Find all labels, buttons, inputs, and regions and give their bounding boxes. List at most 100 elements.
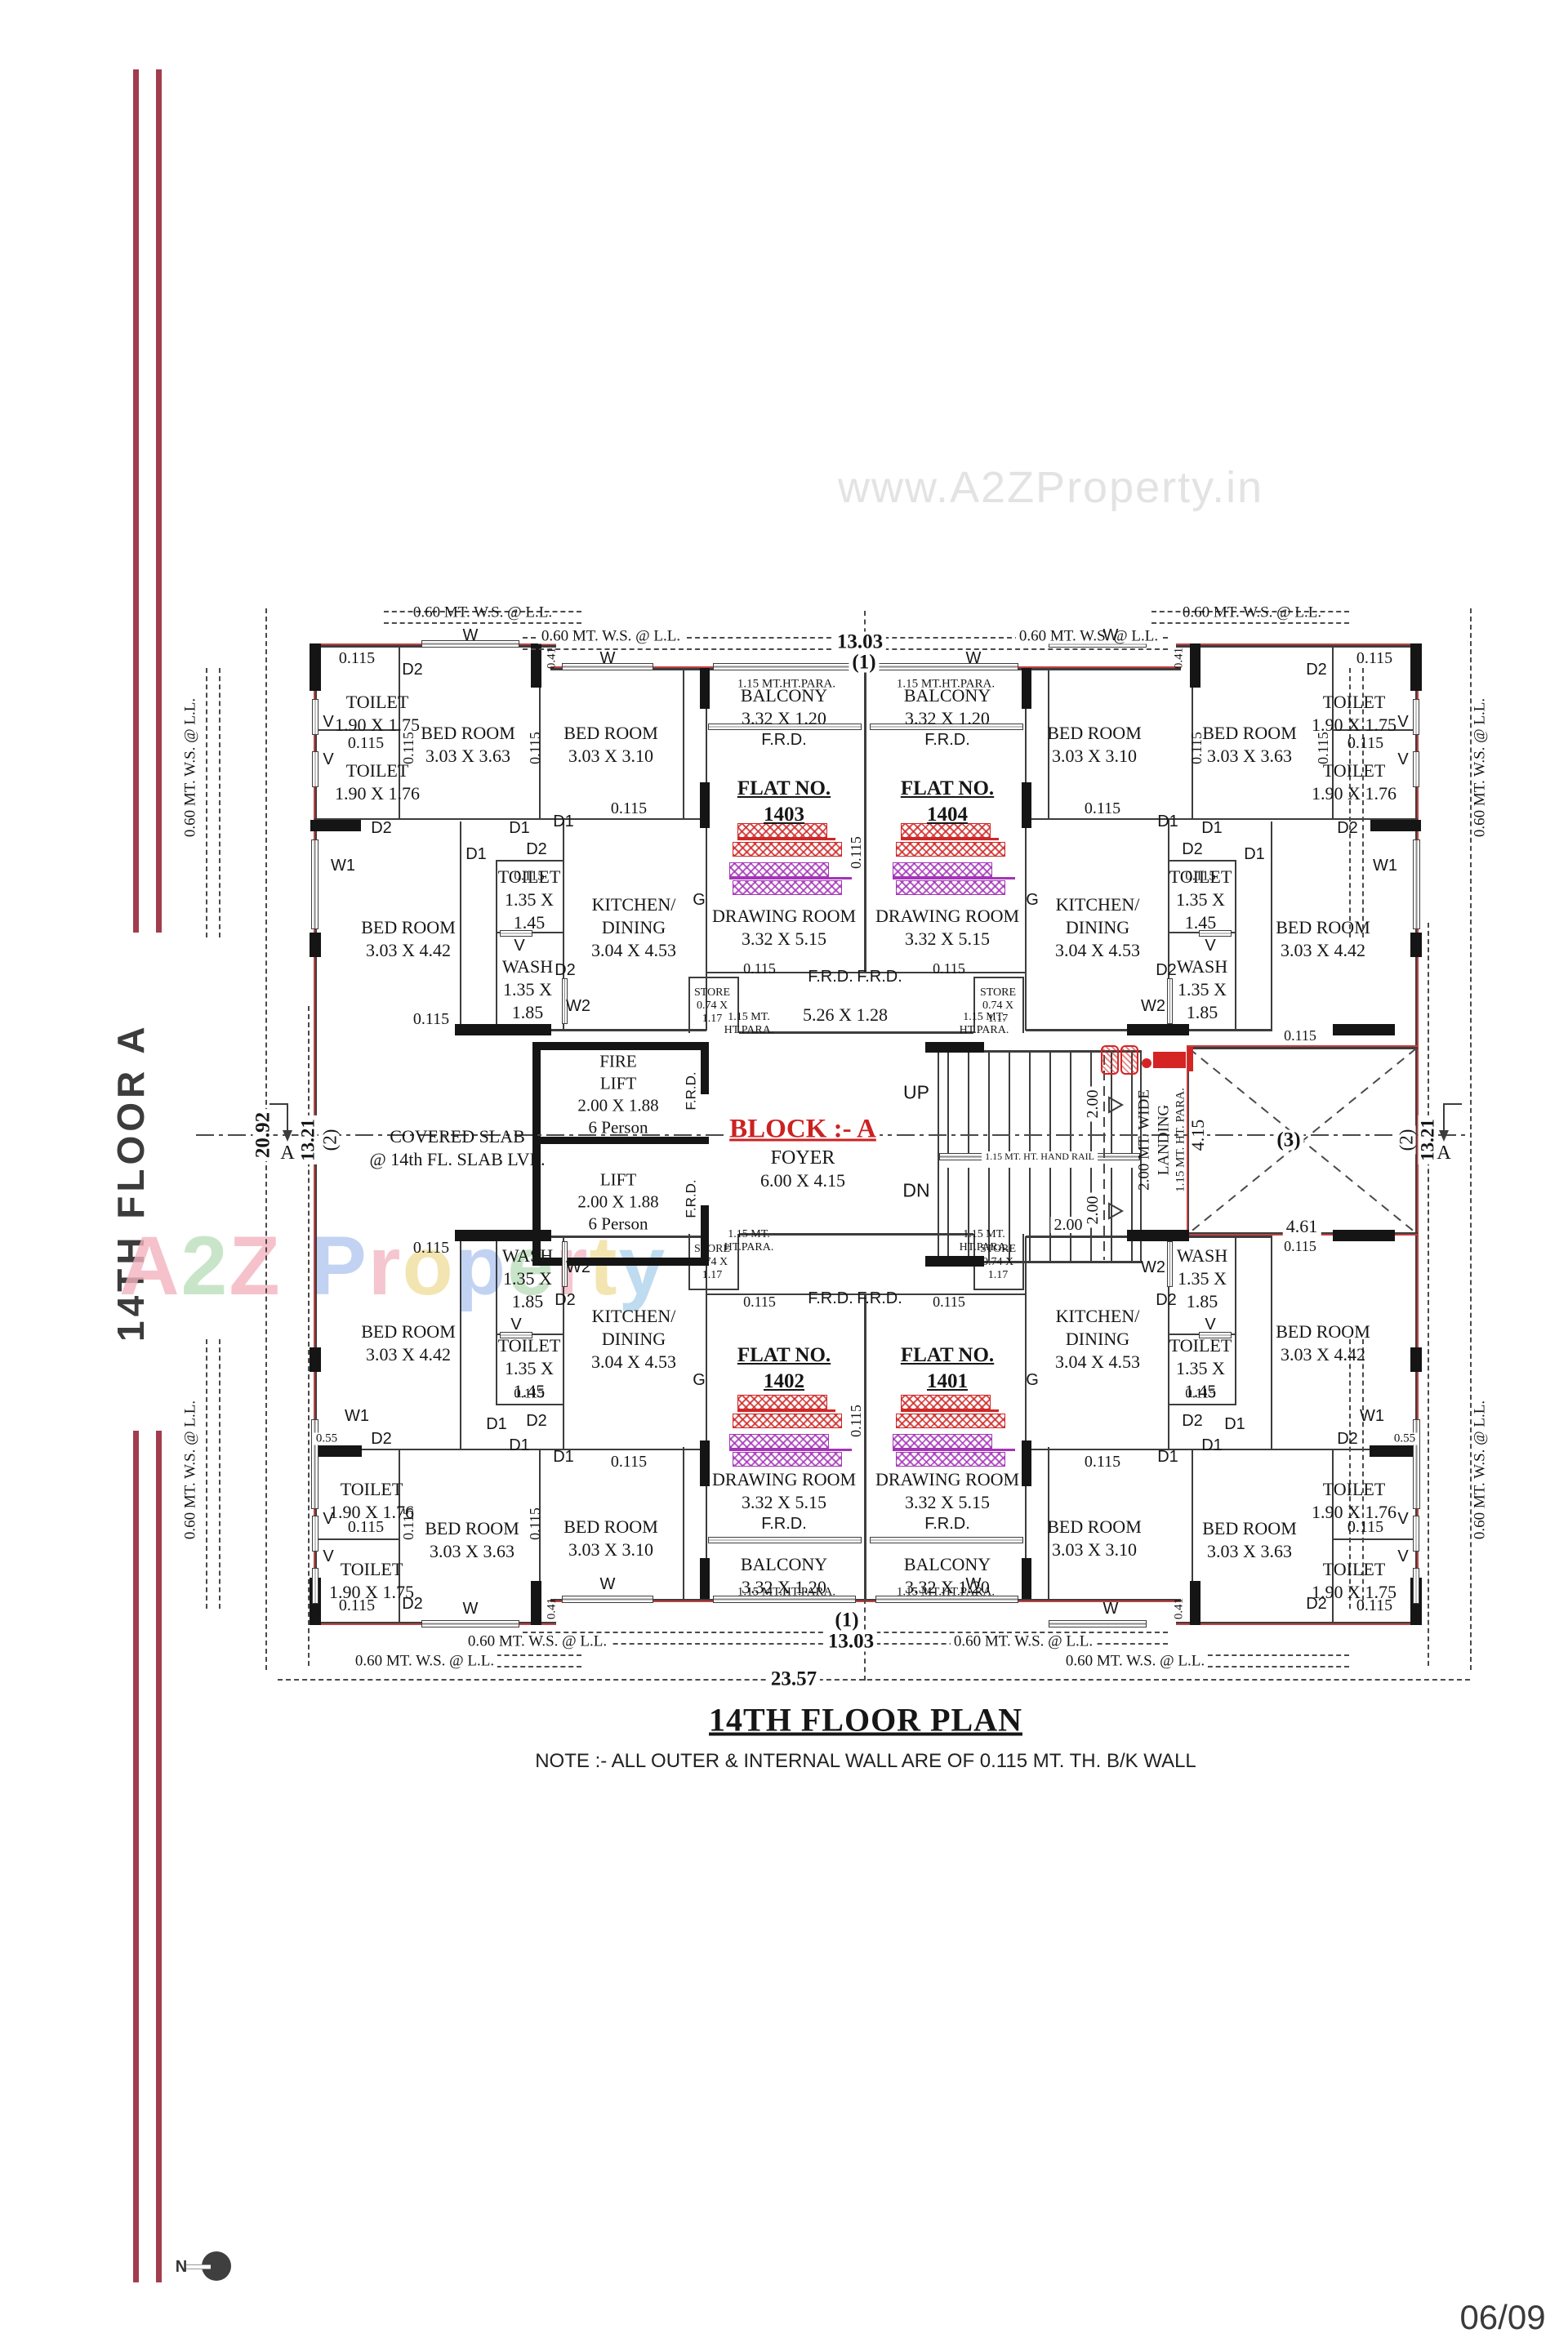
wall — [1025, 1236, 1027, 1601]
redacted-text-red — [896, 842, 1005, 857]
vent-tag: V — [514, 937, 525, 955]
wall — [973, 1289, 1024, 1290]
wall-column — [700, 782, 710, 828]
dim-1321: 13.21 — [298, 1115, 318, 1164]
wall-column — [925, 1256, 984, 1267]
stair-dn-label: DN — [902, 1179, 930, 1201]
dim-line-2357 — [278, 1679, 1470, 1681]
dim-wall: 0.115 — [1188, 732, 1205, 764]
wall — [563, 1236, 564, 1449]
wall-column — [1410, 1347, 1422, 1372]
vent-tag: V — [323, 1547, 334, 1565]
side-rule — [156, 1431, 162, 2282]
window-w2 — [1167, 1241, 1173, 1287]
wall — [1048, 668, 1049, 820]
door-tag: D1 — [553, 813, 574, 830]
redacted-text-red — [901, 823, 991, 838]
wall — [460, 1236, 461, 1450]
frd-label: F.R.D. — [924, 1515, 970, 1533]
door-tag: D2 — [1337, 1430, 1358, 1448]
wall-column — [700, 1558, 710, 1599]
brand-letter: Z — [229, 1219, 282, 1312]
dim-wall: 0.115 — [743, 1293, 776, 1310]
wall — [739, 1031, 973, 1034]
window-tag: W — [1102, 626, 1119, 644]
wall — [1026, 1449, 1418, 1450]
vent-tag: V — [1397, 713, 1409, 731]
dim-2357: 23.57 — [767, 1668, 821, 1690]
window-tag: W1 — [331, 857, 355, 875]
wall-column — [1190, 1581, 1200, 1625]
dim-wall: 0.115 — [1356, 649, 1393, 667]
door-tag: D2 — [1182, 840, 1203, 858]
window-tag: W2 — [1141, 997, 1165, 1015]
wall-column — [700, 1440, 710, 1486]
door-tag: D2 — [1306, 661, 1327, 679]
vent-tag: V — [1205, 1316, 1216, 1334]
stair-wall — [938, 1050, 1142, 1053]
dim-wall: 0.115 — [1347, 1518, 1384, 1536]
foyer-label: FOYER — [770, 1147, 835, 1169]
brand-letter: y — [618, 1219, 667, 1312]
foyer-dim: 6.00 X 4.15 — [760, 1170, 845, 1191]
door-tag: D2 — [402, 661, 423, 679]
redacted-underline — [737, 838, 835, 840]
wall-column — [1127, 1024, 1189, 1035]
redacted-text-purple — [733, 880, 842, 895]
window-w2 — [562, 1241, 568, 1287]
plan-outline — [1187, 1045, 1418, 1047]
vent-tag: V — [1205, 937, 1216, 955]
frd-label: F.R.D. — [683, 1179, 699, 1218]
wall-column — [310, 643, 321, 691]
wall — [683, 1447, 684, 1601]
wall — [1271, 822, 1272, 1031]
ws-label: 0.60 MT. W.S. @ L.L. — [181, 697, 199, 838]
window-w1 — [311, 839, 318, 929]
wall-column — [1022, 782, 1031, 828]
parapet-label: 1.15 MT.HT.PARA. — [959, 1227, 1009, 1253]
wall — [318, 1538, 399, 1540]
wall — [1048, 1447, 1049, 1601]
door-tag: D1 — [553, 1448, 574, 1466]
dim-wall: 0.115 — [514, 867, 545, 884]
dashed-line — [1362, 668, 1364, 937]
door-tag: D2 — [1182, 1412, 1203, 1430]
side-rule — [133, 1431, 139, 2282]
dashed-line — [206, 1339, 207, 1609]
window-tag: W — [1102, 1600, 1119, 1618]
north-arrow-icon — [186, 2264, 211, 2269]
wall-column — [1127, 1230, 1189, 1241]
wall-column — [455, 1230, 551, 1241]
window-w1 — [1413, 839, 1420, 929]
wall-column — [1410, 643, 1422, 691]
balcony-door-sill — [870, 724, 1023, 730]
covered-slab-label: COVERED SLAB@ 14th FL. SLAB LVL. — [369, 1125, 546, 1169]
window-tag: W — [599, 649, 616, 667]
flat-number: FLAT NO.1404 — [900, 777, 995, 826]
dashed-line — [1349, 1339, 1351, 1609]
dashed-line — [1152, 1666, 1349, 1668]
wall — [1168, 1404, 1236, 1405]
dim-055: 0.55 — [1390, 1432, 1419, 1445]
door-tag: G — [1026, 891, 1039, 909]
side-rule — [133, 69, 139, 933]
door-tag: D1 — [1201, 819, 1223, 837]
door-tag: D2 — [371, 819, 392, 837]
ws-label: 0.60 MT. W.S. @ L.L. — [1182, 603, 1322, 621]
wall — [496, 860, 497, 1031]
vent — [312, 751, 318, 787]
vent — [1413, 751, 1419, 787]
wall — [864, 1295, 866, 1601]
window-w2 — [1167, 978, 1173, 1024]
